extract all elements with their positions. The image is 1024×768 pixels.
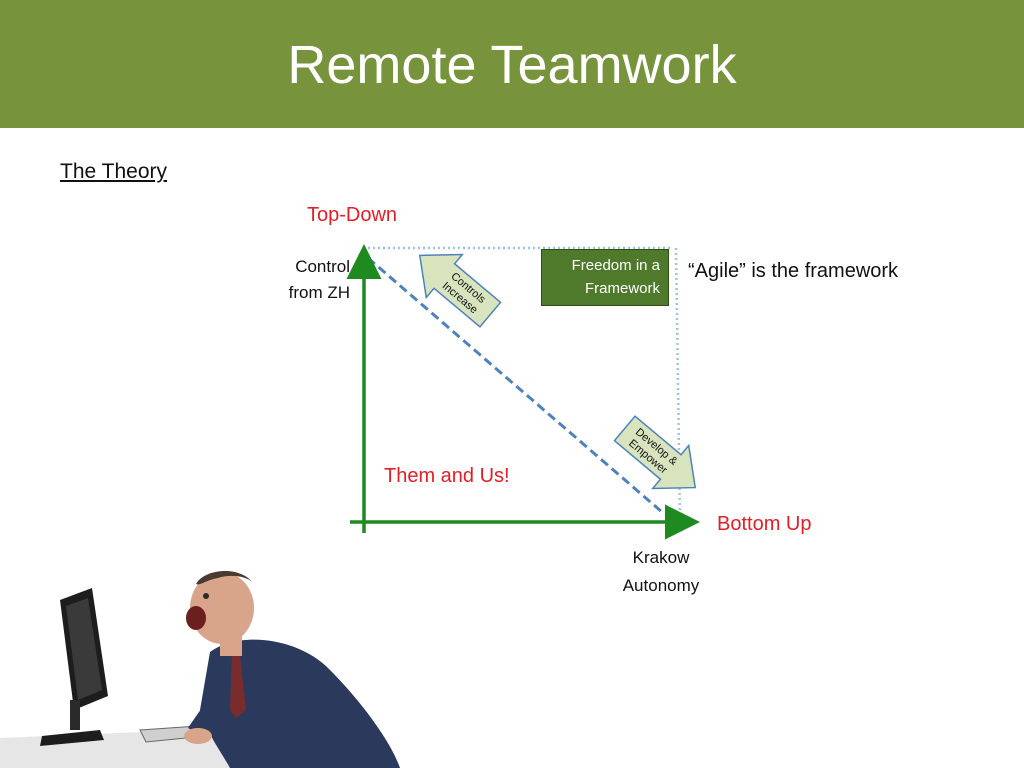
freedom-framework-box: Freedom in a Framework bbox=[541, 249, 669, 306]
y-axis-label: Control from ZH bbox=[250, 254, 350, 306]
slide-title: Remote Teamwork bbox=[287, 35, 737, 95]
frustrated-man-illustration bbox=[0, 570, 400, 768]
dashed-diagonal-line bbox=[367, 256, 663, 514]
controls-increase-arrow: Controls Increase bbox=[418, 253, 502, 328]
section-heading: The Theory bbox=[60, 160, 167, 183]
top-down-label: Top-Down bbox=[307, 204, 398, 226]
them-and-us-label: Them and Us! bbox=[384, 465, 510, 487]
x-axis-label-line-1: Krakow bbox=[632, 548, 690, 567]
shouting-head-icon bbox=[186, 570, 254, 644]
man-tie bbox=[230, 656, 246, 718]
x-axis-label: Krakow Autonomy bbox=[600, 544, 722, 600]
title-bar bbox=[0, 0, 1024, 128]
develop-empower-arrow: Develop & Empower bbox=[613, 415, 697, 490]
man-hand bbox=[184, 728, 212, 744]
freedom-box-line-1: Freedom in a bbox=[571, 257, 660, 274]
y-axis-label-line-1: Control bbox=[295, 257, 350, 276]
x-axis-label-line-2: Autonomy bbox=[622, 576, 700, 595]
man-torso bbox=[200, 639, 400, 768]
bottom-up-label: Bottom Up bbox=[717, 513, 812, 535]
y-axis-label-line-2: from ZH bbox=[288, 283, 350, 302]
agile-note: “Agile” is the framework bbox=[688, 260, 899, 282]
freedom-box-line-2: Framework bbox=[584, 280, 660, 297]
computer-monitor-icon bbox=[40, 588, 108, 746]
